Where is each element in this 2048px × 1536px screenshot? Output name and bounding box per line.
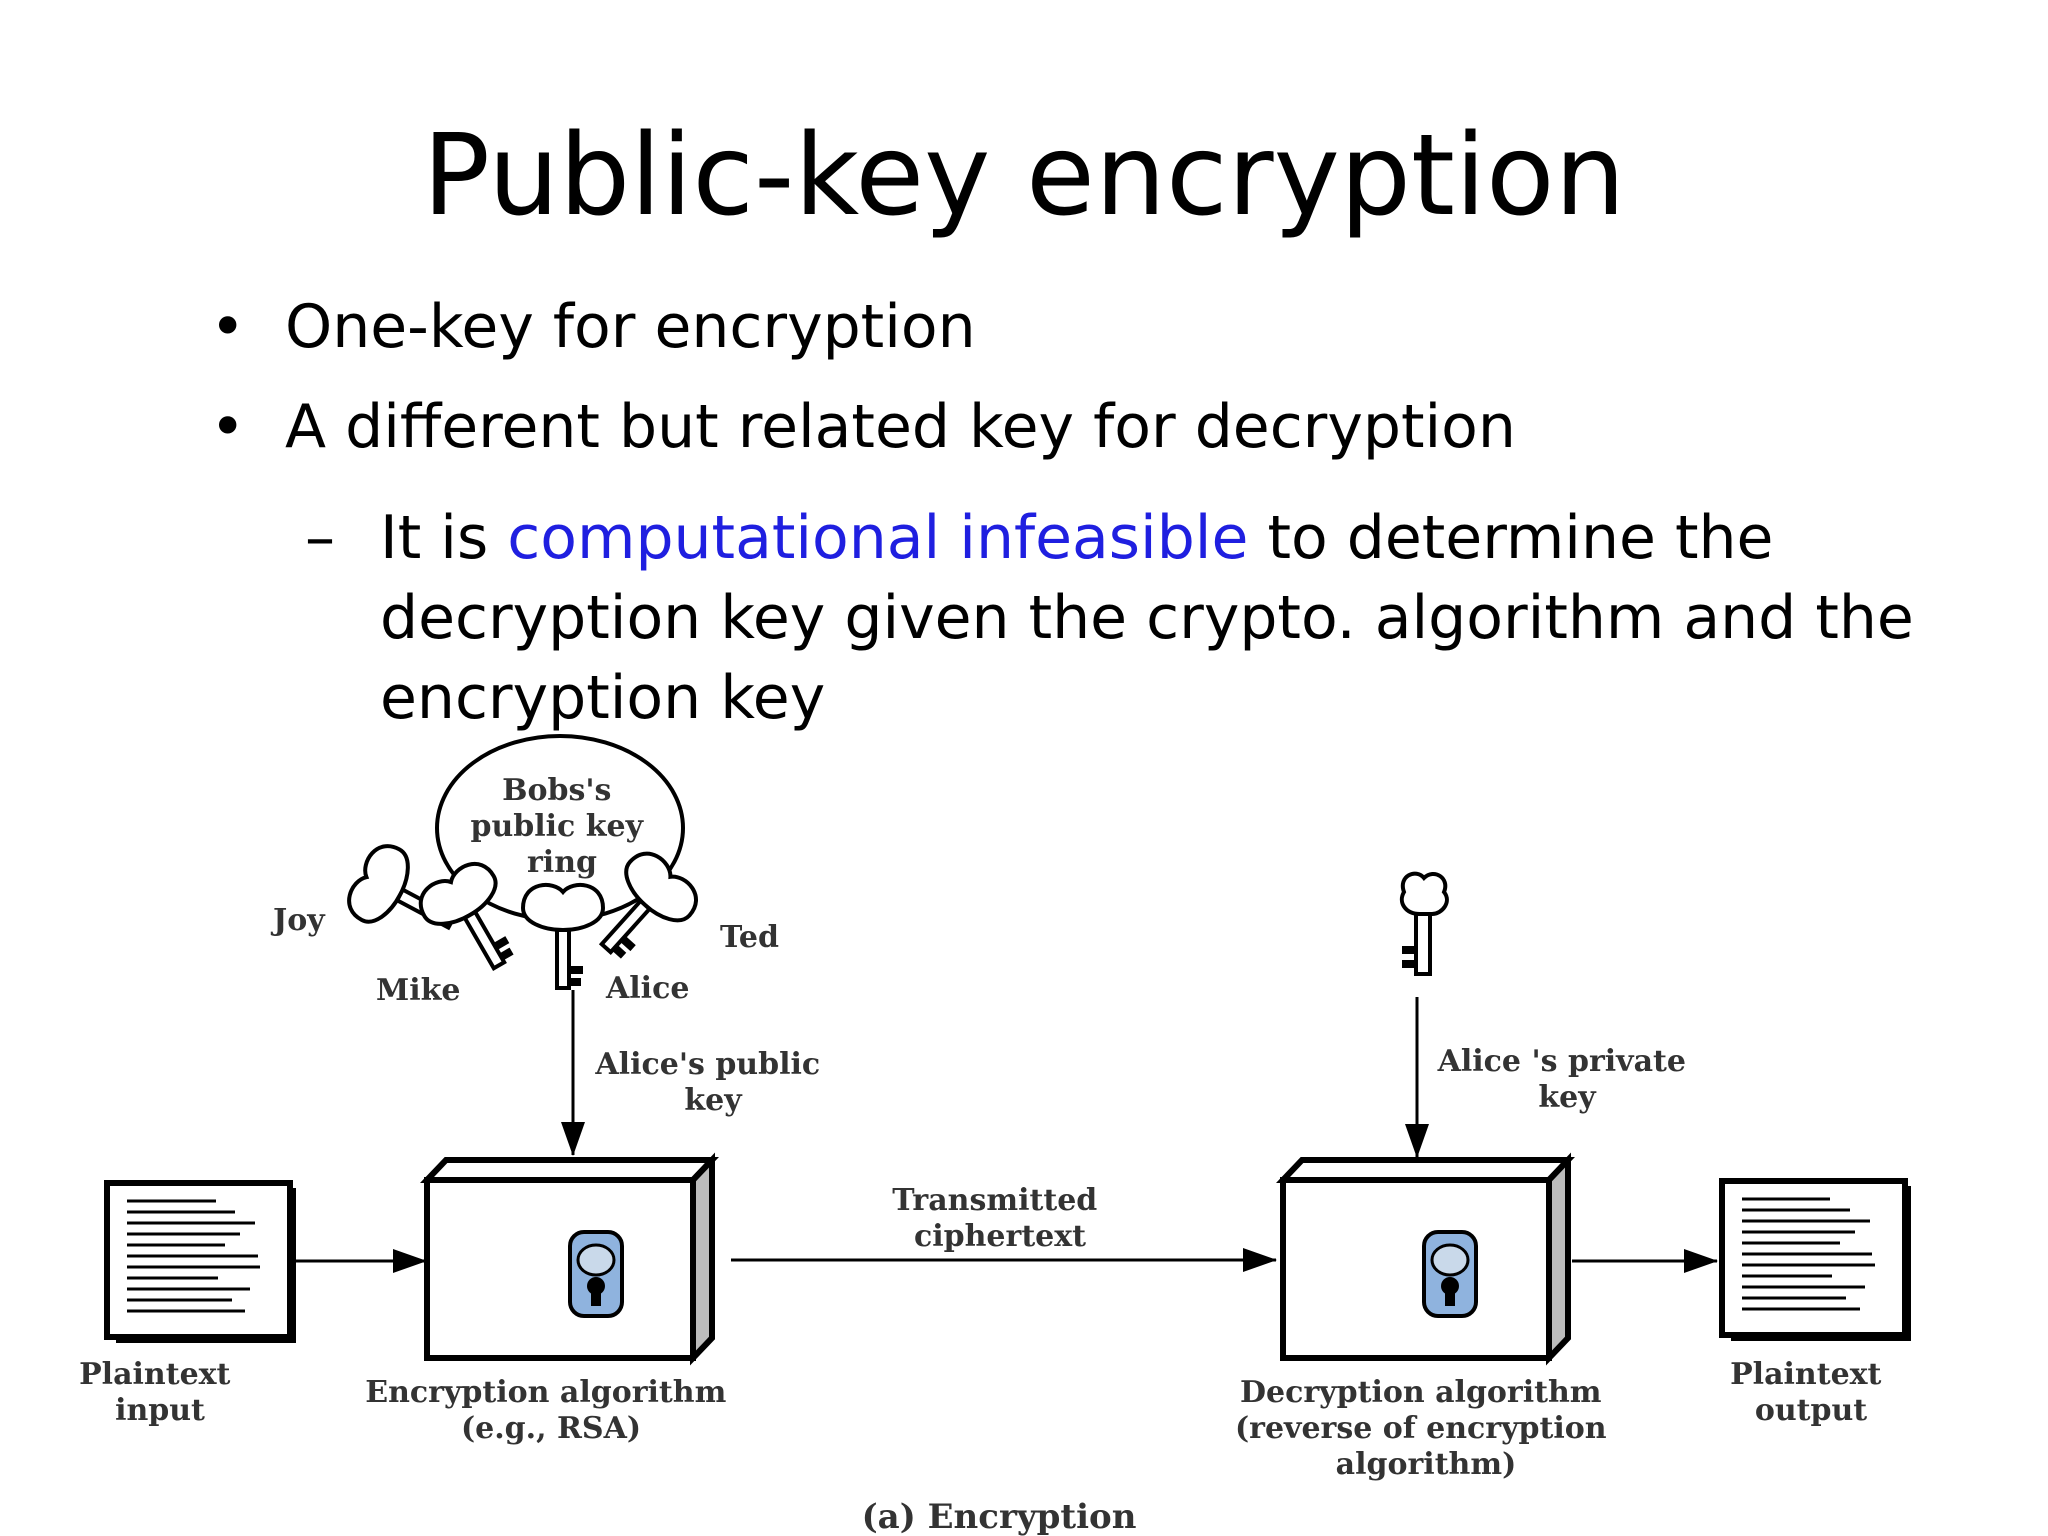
sub-bullet-prefix: It is: [380, 503, 508, 573]
bullet-two: • A different but related key for decryp…: [210, 397, 1516, 457]
slide-title: Public-key encryption: [422, 111, 1626, 241]
bullet-one: • One-key for encryption: [210, 297, 976, 357]
plaintext-input-label: Plaintext input: [79, 1357, 241, 1428]
plaintext-output-icon: [1719, 1178, 1911, 1341]
decryption-algorithm-label: Decryption algorithm (reverse of encrypt…: [1235, 1375, 1617, 1482]
mike-label: Mike: [376, 973, 460, 1008]
encryption-algorithm-label: Encryption algorithm (e.g., RSA): [365, 1375, 737, 1446]
sub-bullet-highlight: computational infeasible: [507, 503, 1249, 573]
encryption-box: [420, 1152, 719, 1366]
bullet-one-text: One-key for encryption: [285, 292, 976, 362]
sub-bullet: – It is computational infeasible to dete…: [305, 498, 2020, 738]
bullet-dot-icon: •: [210, 292, 246, 362]
plaintext-input-icon: [104, 1180, 296, 1343]
bullet-two-text: A different but related key for decrypti…: [285, 392, 1516, 462]
sub-bullet-suffix: to determine the decryption key given th…: [380, 503, 1914, 733]
diagram-caption: (a) Encryption: [862, 1497, 1137, 1536]
decryption-lock-icon: [1422, 1230, 1478, 1318]
decryption-box: [1276, 1152, 1575, 1366]
transmitted-ciphertext-label: Transmitted ciphertext: [892, 1183, 1107, 1254]
private-key-icon: [1399, 871, 1449, 976]
alice-label: Alice: [605, 971, 689, 1006]
plaintext-output-label: Plaintext output: [1730, 1357, 1892, 1428]
joy-label: Joy: [270, 903, 326, 938]
bullet-dot-icon: •: [210, 392, 246, 462]
alice-private-key-label: Alice 's private key: [1437, 1044, 1697, 1115]
ted-label: Ted: [720, 920, 779, 955]
encryption-diagram: Bobs's public key ring Joy Mike Alice Te…: [79, 734, 1911, 1536]
key-ring-label: Bobs's public key ring: [470, 773, 653, 880]
encryption-lock-icon: [568, 1230, 624, 1318]
dash-icon: –: [305, 503, 335, 573]
alice-key-icon: [521, 882, 605, 990]
alice-public-key-label: Alice's public key: [594, 1047, 830, 1118]
